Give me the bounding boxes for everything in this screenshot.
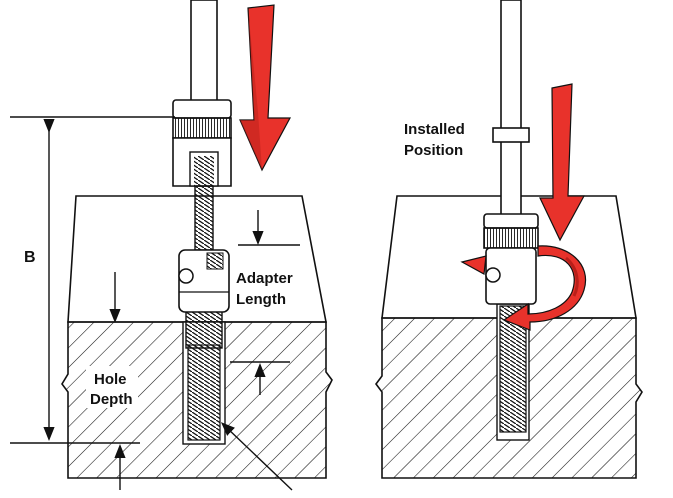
left-handle-knurl: [172, 117, 232, 139]
right-assembly: [375, 0, 643, 479]
left-drive-rod: [190, 0, 218, 103]
adapter-length-label-line1: Adapter: [236, 270, 293, 287]
left-adapter-pin: [178, 268, 194, 284]
installed-position-label-line1: Installed: [404, 121, 465, 138]
right-down-arrow-icon: [539, 83, 586, 242]
left-assembly: [61, 0, 333, 479]
hole-depth-label-line1: Hole: [94, 371, 127, 388]
adapter-length-label-line2: Length: [236, 291, 286, 308]
installed-position-marker: [492, 127, 530, 143]
left-slot-thread: [194, 156, 214, 186]
left-down-arrow-icon: [239, 4, 292, 172]
left-adapter-window: [206, 252, 224, 270]
left-handle-top: [172, 99, 232, 119]
left-mandrel-thread: [194, 185, 214, 251]
left-dimension-lines: [10, 116, 300, 491]
rotation-arrow-icon: [460, 245, 587, 331]
right-handle-pin: [485, 267, 501, 283]
installed-position-label-line2: Position: [404, 142, 463, 159]
right-drive-rod: [500, 0, 522, 219]
hole-depth-label-line2: Depth: [90, 391, 133, 408]
dimension-b-label: B: [24, 249, 36, 266]
right-handle-knurl: [483, 227, 539, 249]
left-thread-insert: [187, 344, 221, 441]
